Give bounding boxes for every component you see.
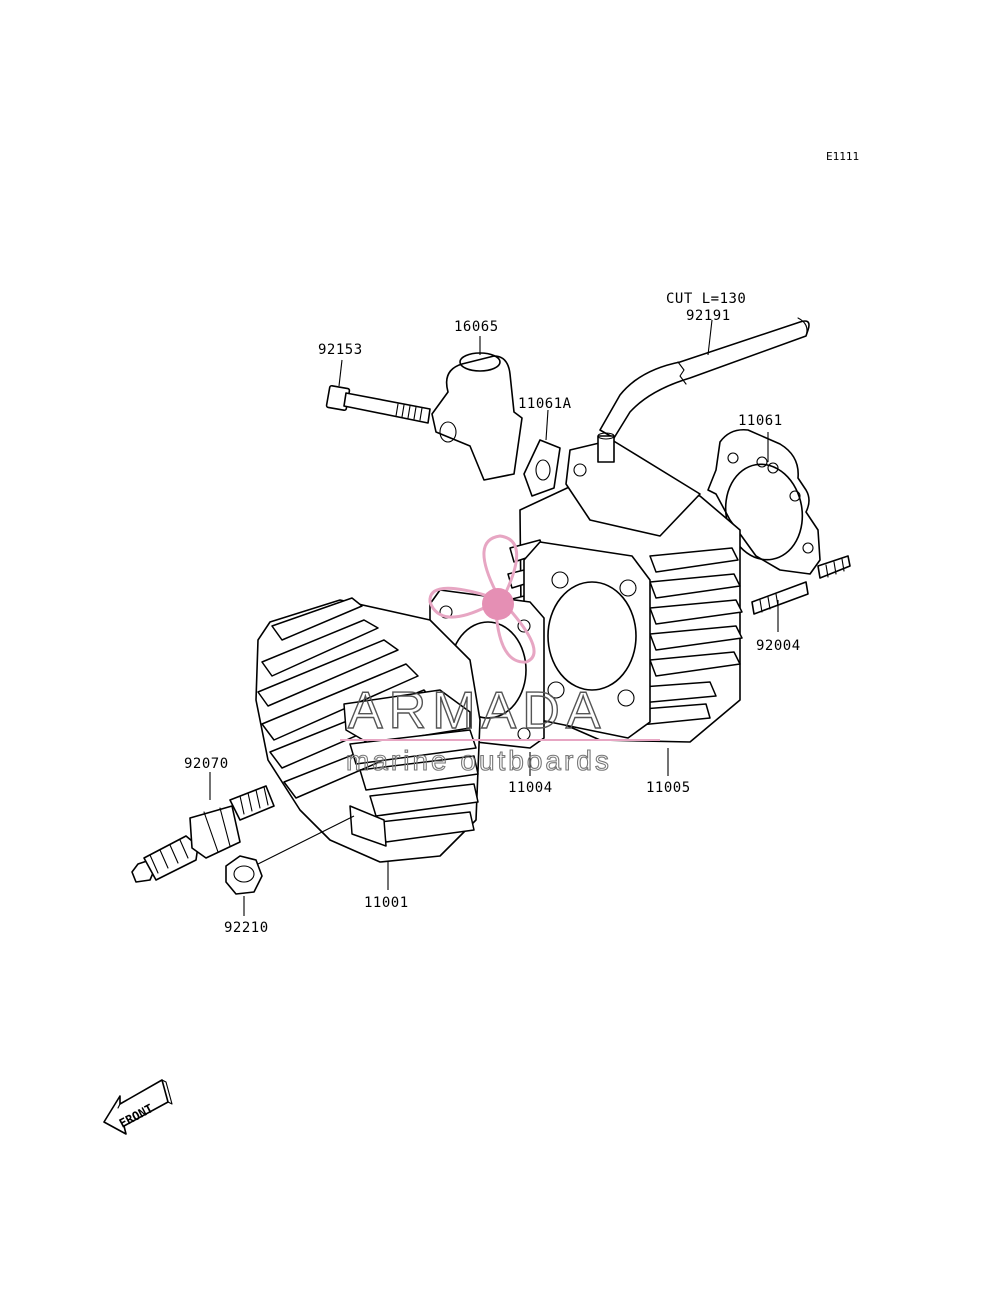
label-11004: 11004 xyxy=(508,780,553,796)
propeller-mark xyxy=(428,534,536,664)
elbow-16065 xyxy=(431,336,523,481)
label-92191-note: CUT L=130 xyxy=(666,291,746,307)
label-11061: 11061 xyxy=(738,413,783,429)
nut-92210 xyxy=(225,815,355,916)
spark-plug-92070 xyxy=(131,772,275,883)
label-16065: 16065 xyxy=(454,319,499,335)
label-11005: 11005 xyxy=(646,780,691,796)
front-arrow: FRONT xyxy=(103,1079,173,1135)
stud-92004 xyxy=(751,555,851,632)
bolt-92153 xyxy=(325,359,431,424)
watermark-tagline: marine outboards xyxy=(346,745,612,776)
watermark-brand: ARMADA xyxy=(348,682,606,740)
hose-92191 xyxy=(599,317,810,439)
label-92153: 92153 xyxy=(318,342,363,358)
cylinder-head-11001 xyxy=(255,597,481,890)
label-92004: 92004 xyxy=(756,638,801,654)
label-92070: 92070 xyxy=(184,756,229,772)
label-92210: 92210 xyxy=(224,920,269,936)
gasket-11061A xyxy=(523,409,561,497)
label-11061A: 11061A xyxy=(518,396,572,412)
label-92191: 92191 xyxy=(686,308,731,324)
watermark-logo: ARMADA marine outboards xyxy=(340,534,660,777)
cylinder-11005 xyxy=(507,432,743,776)
label-11001: 11001 xyxy=(364,895,409,911)
diagram-reference: E1111 xyxy=(826,150,859,163)
